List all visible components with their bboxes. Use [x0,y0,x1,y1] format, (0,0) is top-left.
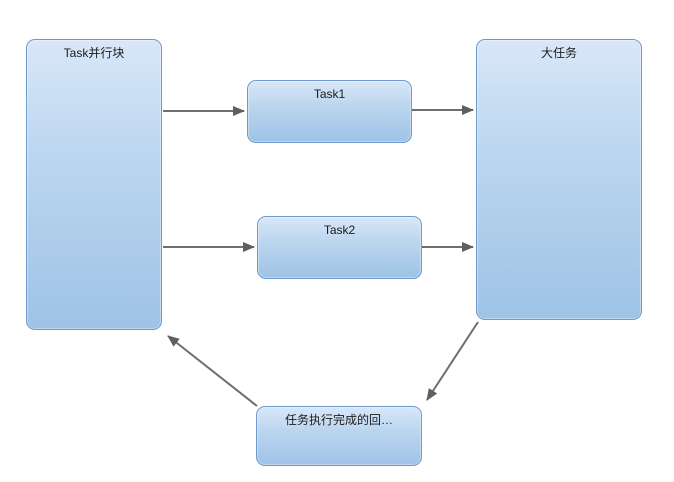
node-big-task[interactable]: 大任务 [476,39,642,320]
node-callback-label: 任务执行完成的回… [284,413,393,427]
node-task1[interactable]: Task1 [247,80,412,143]
node-task2-label: Task2 [323,223,356,237]
node-parallel-block-label: Task并行块 [63,46,125,60]
arrow-big-task-to-callback [426,321,479,401]
node-callback[interactable]: 任务执行完成的回… [256,406,422,466]
node-big-task-label: 大任务 [540,46,577,60]
arrow-callback-to-parallel-block [167,335,258,407]
node-task2[interactable]: Task2 [257,216,422,279]
node-parallel-block[interactable]: Task并行块 [26,39,162,330]
node-task1-label: Task1 [313,87,346,101]
